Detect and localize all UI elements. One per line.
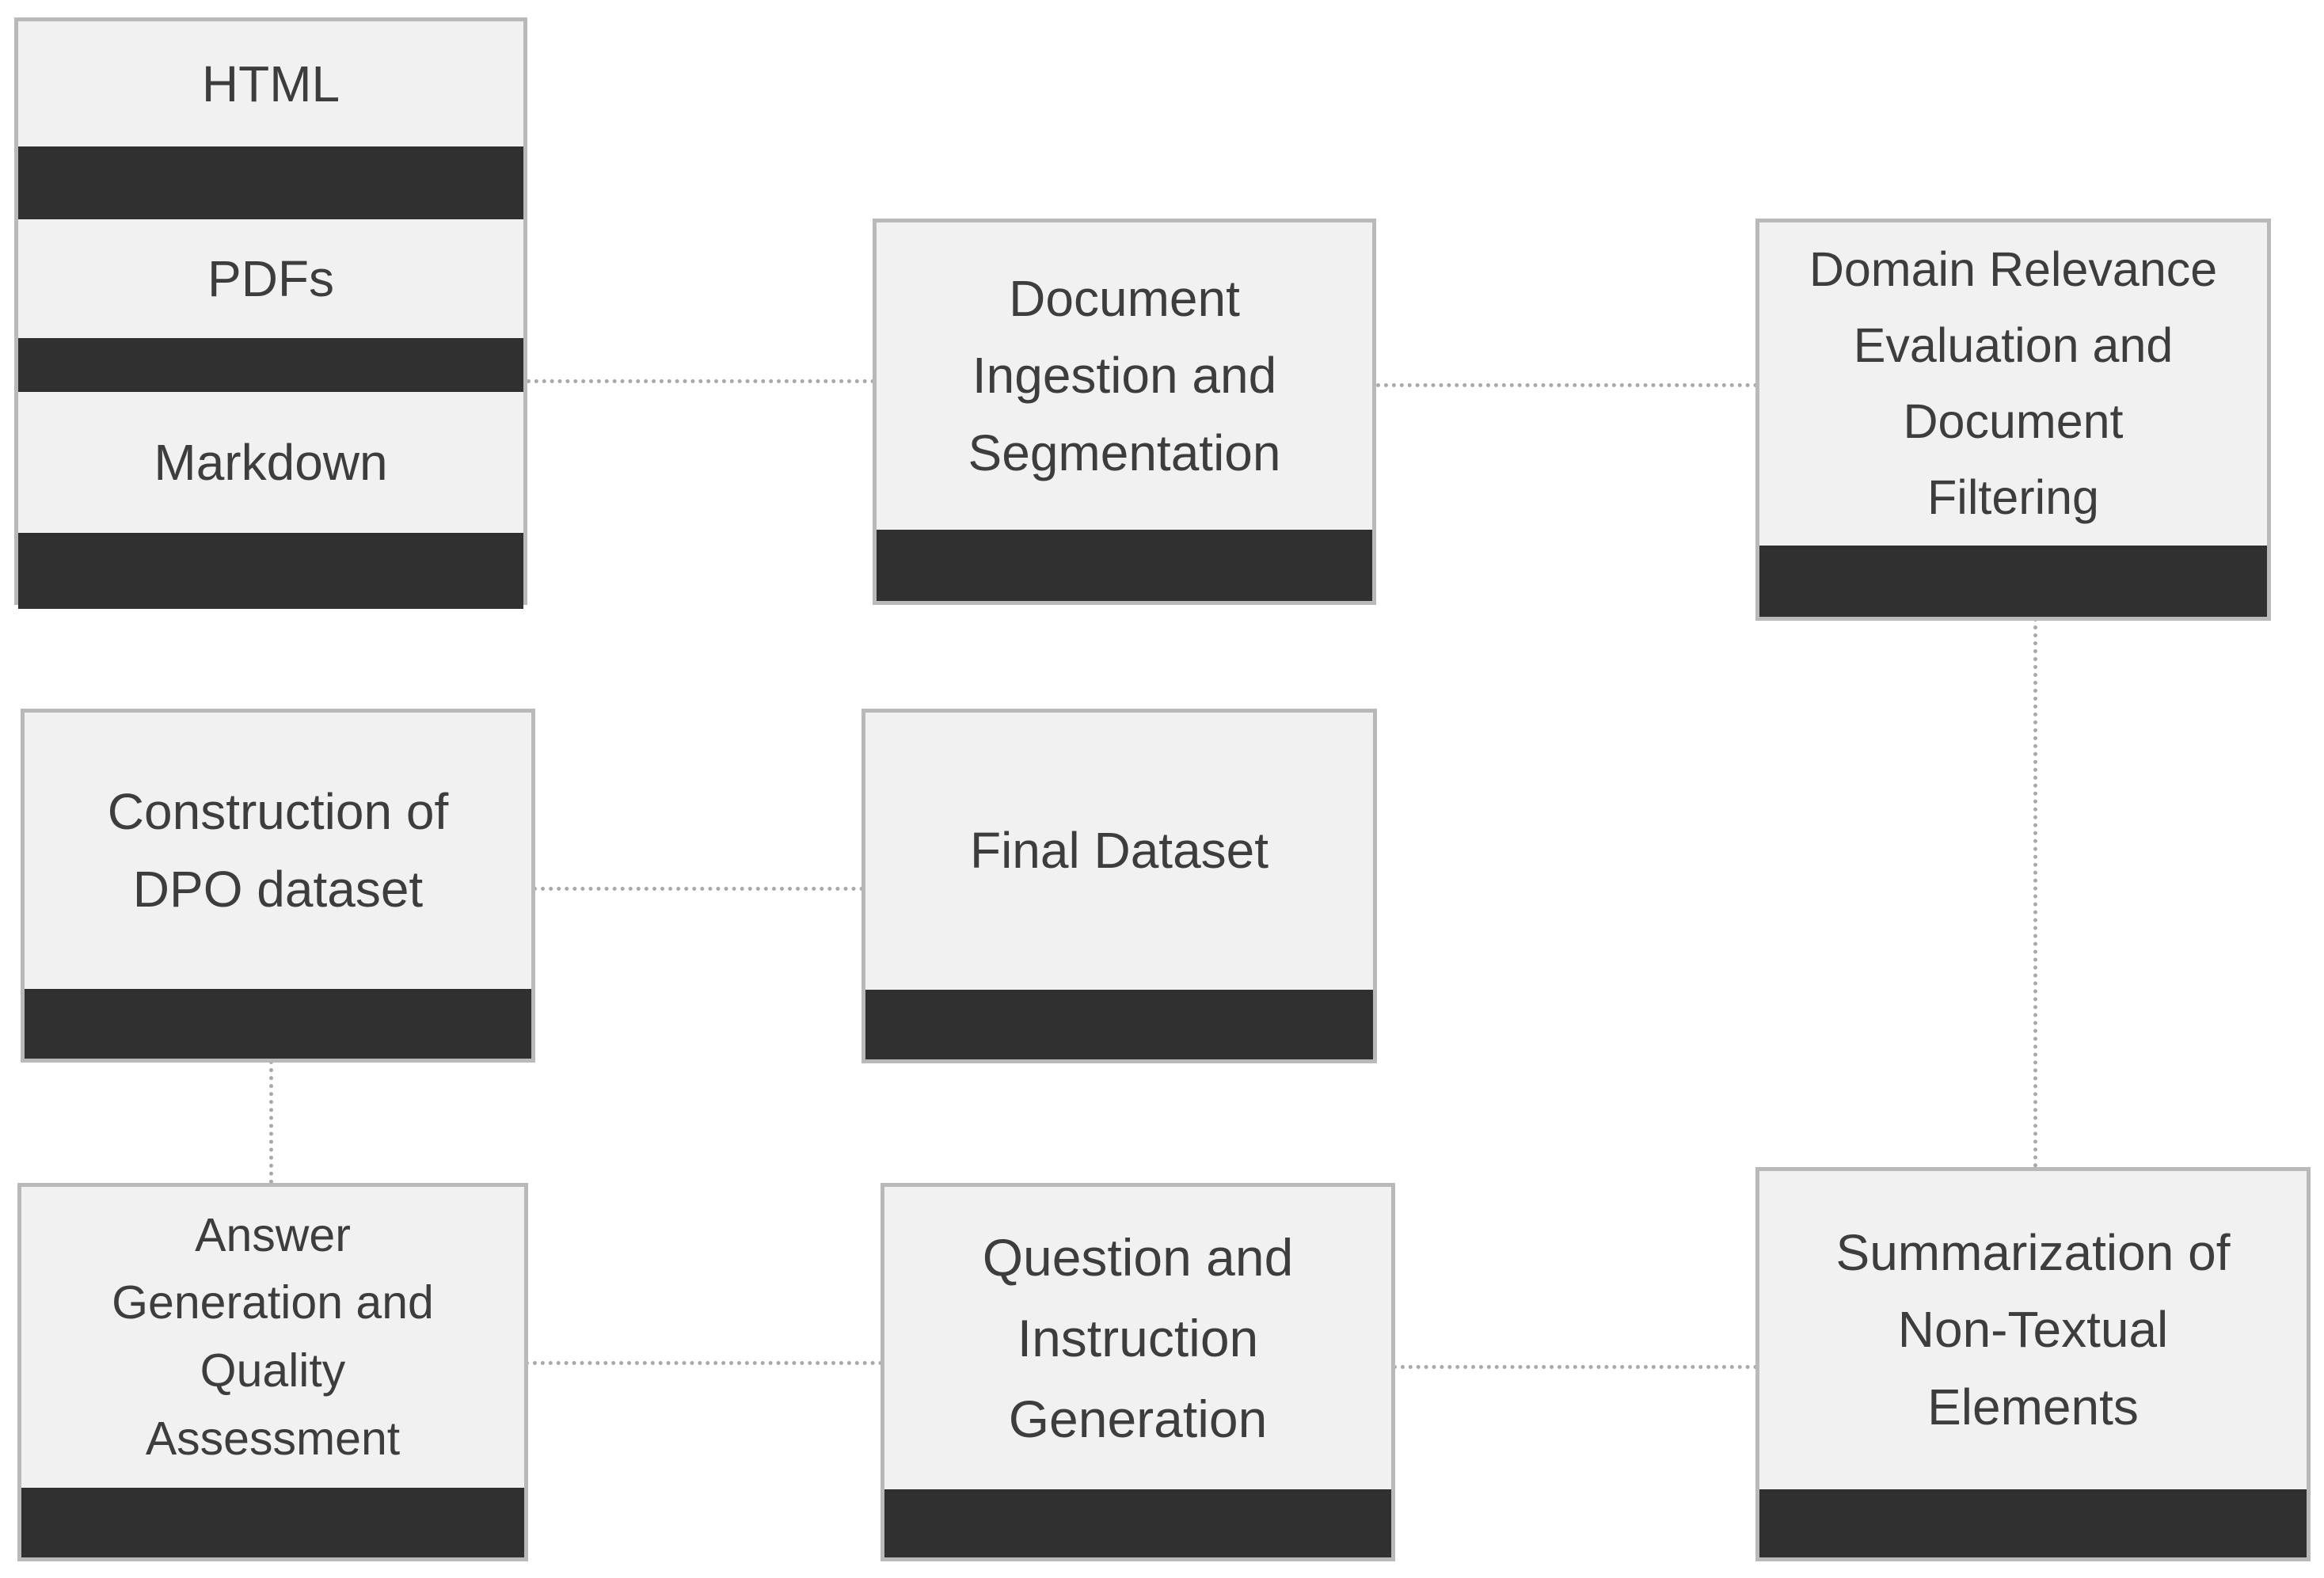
relevance-node: Domain Relevance Evaluation and Document… xyxy=(1755,219,2271,621)
source-html-bar xyxy=(18,146,523,219)
source-pdfs: PDFs xyxy=(207,250,334,307)
dpo-bar xyxy=(25,989,531,1059)
relevance-label: Domain Relevance Evaluation and Document… xyxy=(1809,242,2218,524)
answer-node: Answer Generation and Quality Assessment xyxy=(17,1183,528,1561)
ingestion-node: Document Ingestion and Segmentation xyxy=(873,219,1376,605)
summarization-node: Summarization of Non-Textual Elements xyxy=(1755,1167,2311,1561)
question-label: Question and Instruction Generation xyxy=(982,1227,1294,1449)
connector-relevance-to-summarization xyxy=(2033,618,2037,1168)
ingestion-bar xyxy=(877,530,1372,601)
source-markdown: Markdown xyxy=(154,434,388,491)
input-sources-box: HTML PDFs Markdown xyxy=(14,17,527,609)
answer-label: Answer Generation and Quality Assessment xyxy=(112,1208,434,1465)
relevance-bar xyxy=(1759,546,2267,617)
final-dataset-node: Final Dataset xyxy=(862,709,1377,1063)
connector-answer-to-dpo xyxy=(269,1060,273,1184)
summarization-label: Summarization of Non-Textual Elements xyxy=(1835,1224,2231,1435)
connector-sources-to-ingestion xyxy=(527,379,875,383)
question-bar xyxy=(884,1489,1391,1557)
dpo-label: Construction of DPO dataset xyxy=(107,783,449,918)
answer-bar xyxy=(21,1488,524,1557)
final-dataset-bar xyxy=(865,990,1373,1059)
connector-dpo-to-final xyxy=(533,887,864,891)
source-markdown-bar xyxy=(18,533,523,609)
source-html: HTML xyxy=(201,55,340,112)
ingestion-label: Document Ingestion and Segmentation xyxy=(968,270,1281,481)
connector-ingestion-to-relevance xyxy=(1376,383,1758,387)
connector-question-to-answer xyxy=(525,1361,883,1365)
question-node: Question and Instruction Generation xyxy=(881,1183,1395,1561)
source-pdfs-bar xyxy=(18,338,523,392)
summarization-bar xyxy=(1759,1489,2307,1557)
final-dataset-label: Final Dataset xyxy=(969,822,1269,880)
dpo-node: Construction of DPO dataset xyxy=(21,709,535,1063)
connector-summarization-to-question xyxy=(1393,1365,1758,1369)
